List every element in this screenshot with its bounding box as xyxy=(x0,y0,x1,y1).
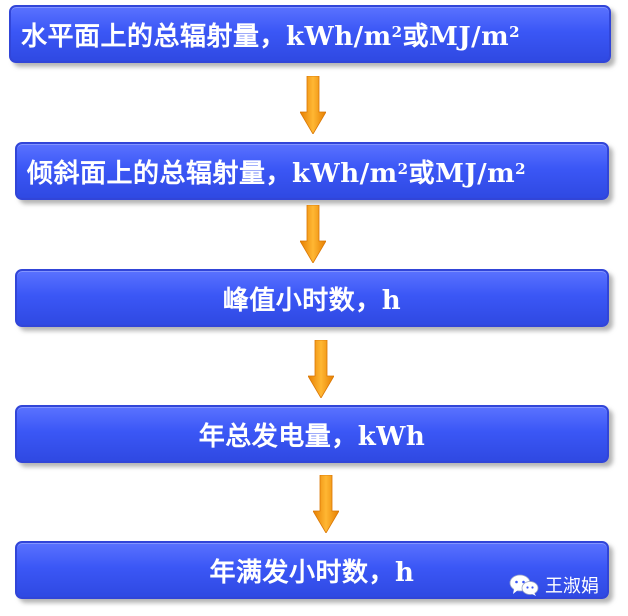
wechat-icon xyxy=(509,574,539,596)
superscript: 2 xyxy=(509,23,521,41)
down-arrow-icon xyxy=(300,205,326,263)
watermark-author: 王淑娟 xyxy=(545,576,599,597)
step-box-annual-generation: 年总发电量，kWh xyxy=(15,405,609,463)
watermark: 王淑娟 xyxy=(509,572,599,598)
step-text: 年满发小时数，h xyxy=(209,557,415,588)
down-arrow-icon xyxy=(313,475,339,533)
superscript: 2 xyxy=(397,160,409,178)
down-arrow-icon xyxy=(300,76,326,134)
superscript: 2 xyxy=(391,23,403,41)
step-text: 峰值小时数，h xyxy=(222,285,402,316)
step-text: 水平面上的总辐射量，kWh/m xyxy=(21,21,392,52)
step-box-full-load-hours: 年满发小时数，h xyxy=(15,541,609,599)
step-text: 倾斜面上的总辐射量，kWh/m xyxy=(27,158,398,189)
down-arrow-icon xyxy=(308,340,334,398)
step-box-peak-sun-hours: 峰值小时数，h xyxy=(15,269,609,327)
step-text-continued: 或MJ/m xyxy=(408,158,516,189)
step-text: 年总发电量，kWh xyxy=(198,421,426,452)
superscript: 2 xyxy=(515,160,527,178)
step-text-continued: 或MJ/m xyxy=(402,21,510,52)
